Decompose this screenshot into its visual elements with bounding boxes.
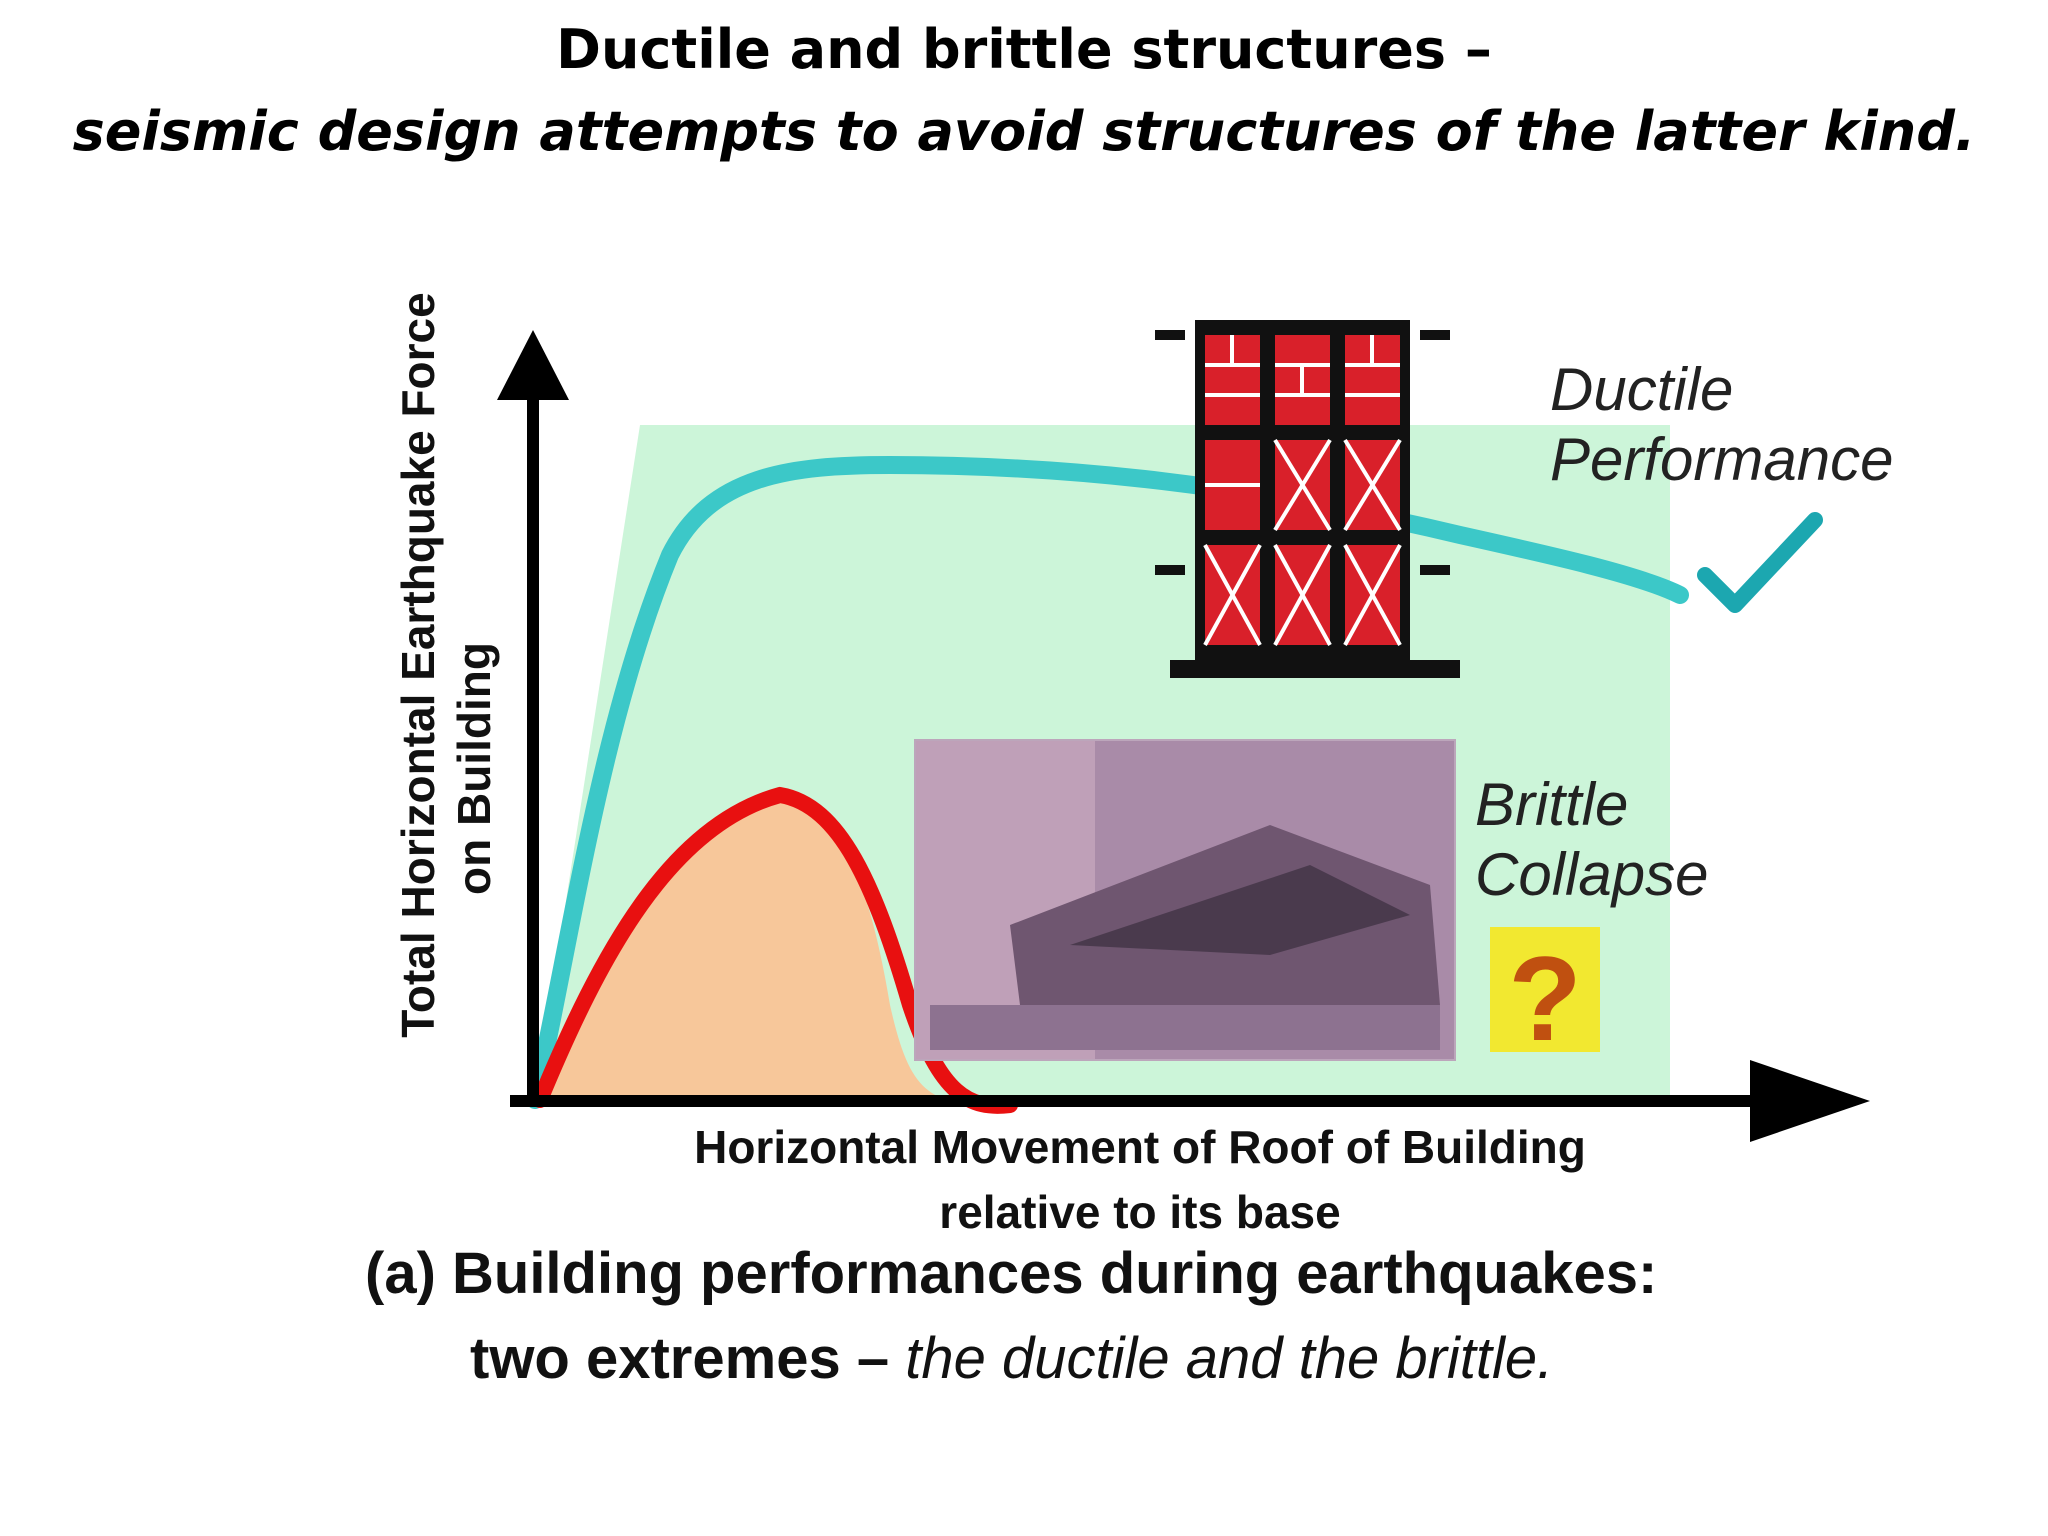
brittle-label-line1: Brittle [1475, 771, 1629, 838]
ductile-label-line1: Ductile [1550, 356, 1734, 423]
ductile-building-icon [1155, 320, 1460, 678]
figure-caption-line1: (a) Building performances during earthqu… [365, 1241, 1658, 1306]
slide-title: Ductile and brittle structures – [556, 18, 1492, 81]
y-axis-label-line1: Total Horizontal Earthquake Force [392, 292, 444, 1038]
check-mark-icon [1697, 512, 1823, 613]
y-axis-label-line2: on Building [448, 642, 500, 895]
collapsed-building-photo [914, 739, 1456, 1061]
figure-caption-line2: two extremes – the ductile and the britt… [470, 1325, 1553, 1392]
slide-subtitle: seismic design attempts to avoid structu… [72, 100, 1976, 163]
x-axis-label-line2: relative to its base [939, 1186, 1341, 1238]
y-axis-label: Total Horizontal Earthquake Force on Bui… [390, 215, 502, 1115]
x-axis [510, 1060, 1870, 1142]
caption-plain-text: two extremes – [470, 1326, 906, 1391]
y-axis [497, 330, 569, 1105]
ductile-label-line2: Performance [1550, 426, 1894, 493]
x-axis-label-line1: Horizontal Movement of Roof of Building [694, 1121, 1586, 1173]
brittle-curve [532, 786, 1018, 1114]
figure-graphic: ? [497, 320, 1870, 1142]
brittle-fill-region [540, 795, 1000, 1105]
ductile-curve [526, 455, 1689, 1109]
performance-figure: ? Total Horizontal Earthquake Force on B… [365, 292, 1925, 1405]
brittle-label-line2: Collapse [1475, 841, 1709, 908]
question-mark-glyph: ? [1508, 932, 1581, 1066]
question-mark-icon: ? [1490, 927, 1600, 1066]
caption-italic-text: the ductile and the brittle. [905, 1326, 1554, 1391]
